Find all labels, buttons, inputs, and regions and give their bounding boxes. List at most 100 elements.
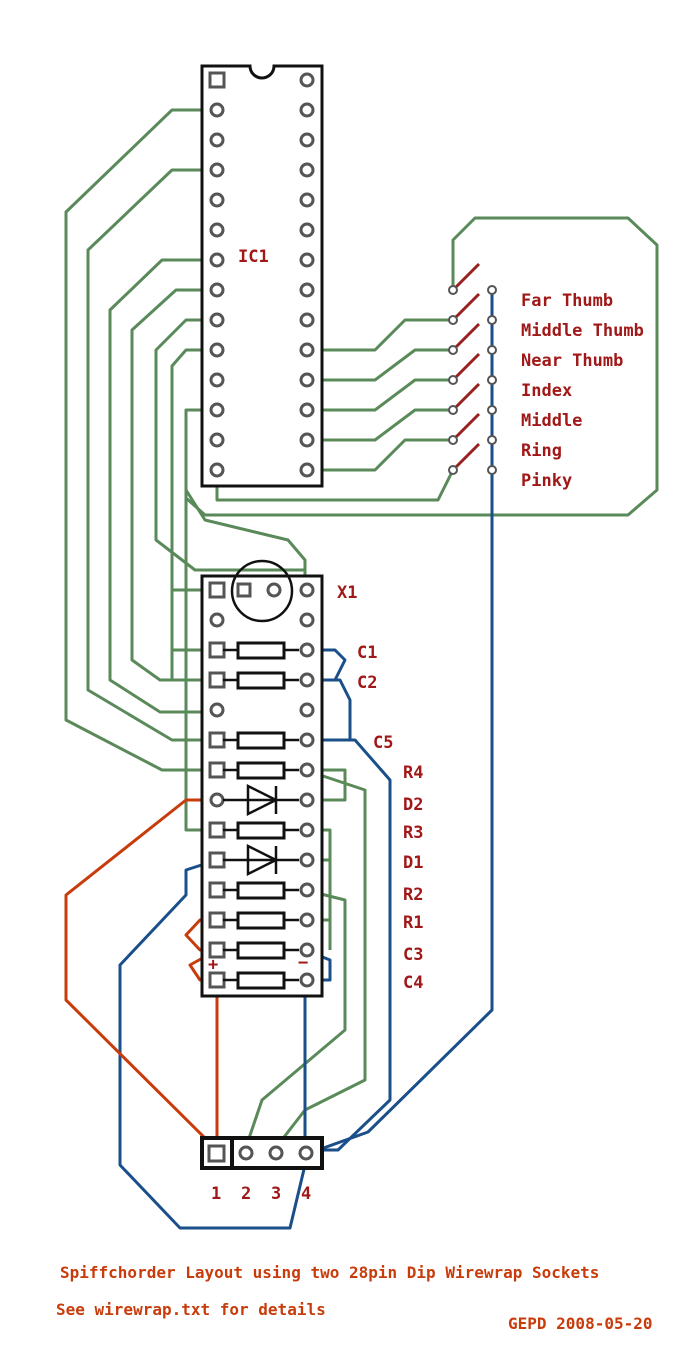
orange-traces [64, 798, 219, 1152]
switch-label: Index [521, 381, 572, 401]
switch-lever [453, 382, 481, 410]
switch-lever [453, 262, 481, 290]
component-label-c5: C5 [373, 733, 393, 753]
switch-label: Pinky [521, 471, 572, 491]
ic1-pin-right [299, 222, 315, 238]
switch-lever [453, 412, 481, 440]
socket-pin-right [299, 972, 315, 988]
socket-pin-left [208, 851, 226, 869]
switch-pin [487, 345, 497, 355]
connector-pin-2: 2 [241, 1184, 251, 1204]
socket-pin-right [299, 762, 315, 778]
switch-label: Ring [521, 441, 562, 461]
ic1-pin-left [209, 402, 225, 418]
component-label-c2: C2 [357, 673, 377, 693]
component-label-r2: R2 [403, 885, 423, 905]
ic1-pin-left [209, 282, 225, 298]
ic1-pin-right [299, 372, 315, 388]
component-label-c3: C3 [403, 945, 423, 965]
ic1-pin-left [209, 342, 225, 358]
component-bodies [223, 641, 299, 990]
switch-pin [487, 285, 497, 295]
component-label-d1: D1 [403, 853, 423, 873]
switch-pin [448, 345, 458, 355]
socket-pin-left [209, 792, 225, 808]
ic1-pin-1 [208, 71, 226, 89]
ic1-pin-left [209, 252, 225, 268]
connector-pin-3: 3 [271, 1184, 281, 1204]
footer-credit: GEPD 2008-05-20 [508, 1314, 653, 1333]
switch-pin [448, 435, 458, 445]
ic1-pin-left [209, 162, 225, 178]
ic1-pin-left [209, 432, 225, 448]
socket-pin-right [299, 612, 315, 628]
socket-pin-right [299, 702, 315, 718]
ic1-label: IC1 [238, 247, 269, 267]
connector: 1 2 3 4 [200, 1136, 324, 1204]
switch-pin [448, 315, 458, 325]
socket-pin-right [299, 642, 315, 658]
switch-pin [448, 285, 458, 295]
ic1-pin-right [299, 402, 315, 418]
footer-title: Spiffchorder Layout using two 28pin Dip … [60, 1263, 599, 1282]
component-label-r1: R1 [403, 913, 423, 933]
switch-lever [453, 442, 481, 470]
switch-label: Near Thumb [521, 351, 623, 371]
socket-pin-left [208, 671, 226, 689]
plus-mark: + [208, 955, 218, 975]
socket-pin-right [299, 822, 315, 838]
ic1-pin-right [299, 72, 315, 88]
socket-pin-right [299, 912, 315, 928]
ic1-pin-left [209, 372, 225, 388]
socket-pin-right [299, 582, 315, 598]
switch-pin [487, 405, 497, 415]
ic1-pin-left [209, 192, 225, 208]
socket-pin-left [208, 881, 226, 899]
ic1-pin-left [209, 132, 225, 148]
socket-pin-left [209, 702, 225, 718]
switch-label: Middle Thumb [521, 321, 644, 341]
ic1-pin-left [209, 462, 225, 478]
crystal-label: X1 [337, 583, 357, 603]
socket-pin-left [208, 731, 226, 749]
socket-pin-left [208, 641, 226, 659]
switch-label: Middle [521, 411, 582, 431]
ic1-pin-right [299, 432, 315, 448]
switch-ring: Ring [448, 412, 562, 461]
socket-pin-left [208, 761, 226, 779]
ic1-pin-right [299, 102, 315, 118]
socket-pin-left [208, 581, 226, 599]
switch-near-thumb: Near Thumb [448, 322, 623, 371]
ic1-pin-right [299, 252, 315, 268]
ic1-pin-right [299, 312, 315, 328]
switch-pin [448, 465, 458, 475]
component-label-c4: C4 [403, 973, 423, 993]
ic1-pin-right [299, 192, 315, 208]
ic1-pin-left [209, 102, 225, 118]
socket-pin-left [208, 821, 226, 839]
socket-pin-right [299, 792, 315, 808]
switch-lever [453, 322, 481, 350]
ic1-pin-left [209, 312, 225, 328]
component-label-d2: D2 [403, 795, 423, 815]
component-label-r3: R3 [403, 823, 423, 843]
socket-pin-right [299, 732, 315, 748]
ic1-pin-left [209, 222, 225, 238]
switch-index: Index [448, 352, 572, 401]
switch-middle-thumb: Middle Thumb [448, 292, 644, 341]
switch-pin [448, 405, 458, 415]
switch-lever [453, 292, 481, 320]
ic1-pin-right [299, 282, 315, 298]
socket-pin-left [209, 612, 225, 628]
socket-pin-right [299, 942, 315, 958]
component-label-r4: R4 [403, 763, 423, 783]
switch-far-thumb: Far Thumb [448, 262, 613, 311]
switch-pin [487, 465, 497, 475]
socket-pin-left [208, 911, 226, 929]
ic1-pin-right [299, 132, 315, 148]
minus-mark: − [298, 953, 308, 973]
ic1-pin-right [299, 342, 315, 358]
socket-pin-right [299, 852, 315, 868]
